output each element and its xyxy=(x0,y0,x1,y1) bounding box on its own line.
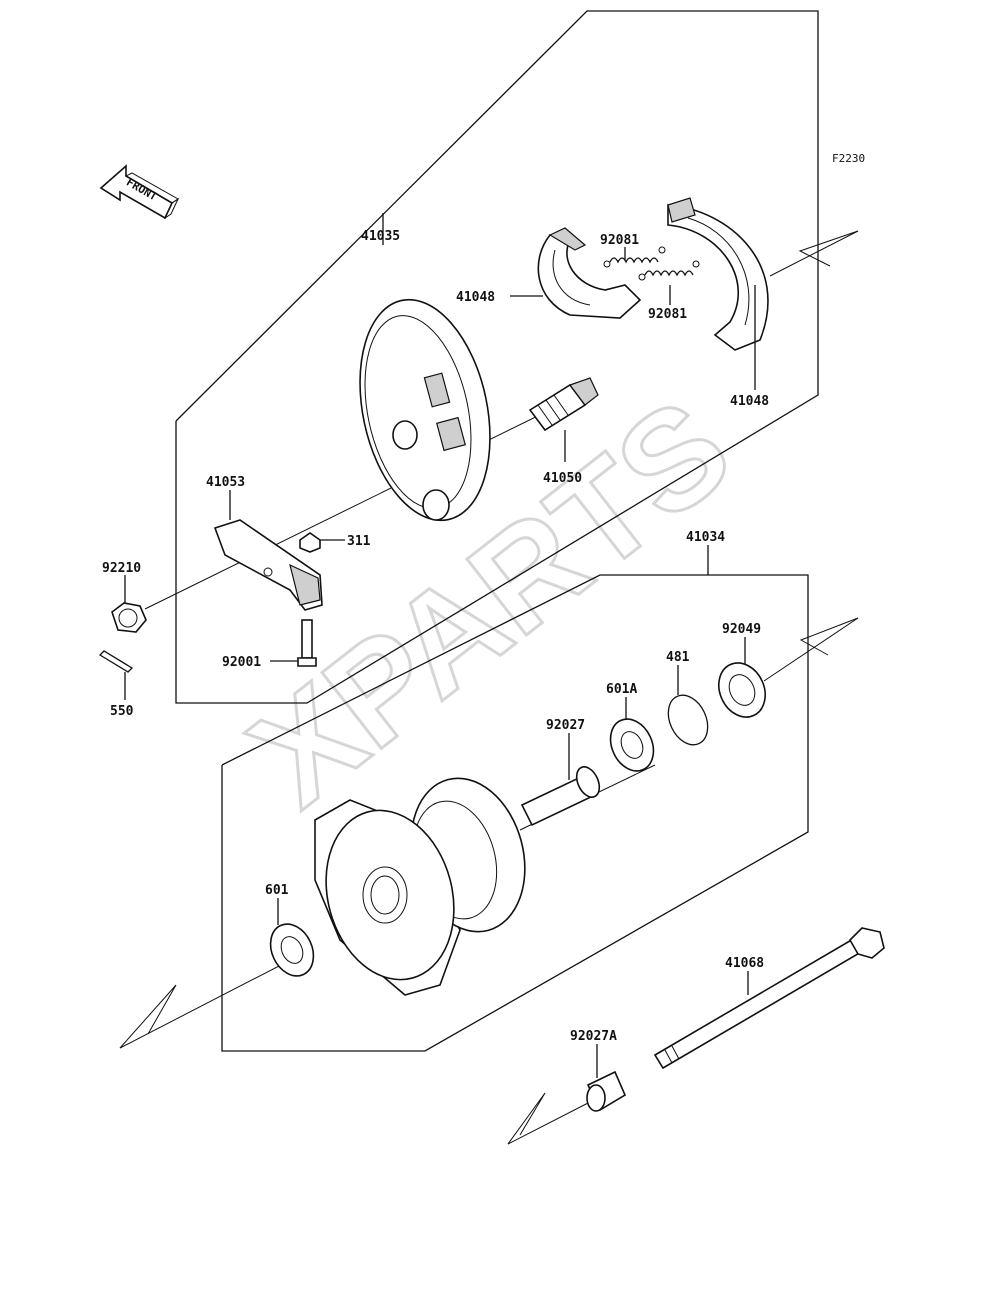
label-92081-top: 92081 xyxy=(600,233,639,248)
label-92001: 92001 xyxy=(222,655,261,670)
diagram-code: F2230 xyxy=(832,152,865,165)
front-arrow-icon: FRONT xyxy=(99,164,180,220)
bolt-92001 xyxy=(297,619,317,667)
bearing-601a xyxy=(609,718,655,772)
brake-lever xyxy=(213,519,323,611)
spring-top xyxy=(603,246,666,268)
assembly-outline-41035 xyxy=(175,10,819,704)
axis-arrow-mid-right xyxy=(799,617,859,656)
nut-92210 xyxy=(111,602,147,633)
cotter-pin-550 xyxy=(98,650,134,673)
label-92081-bottom: 92081 xyxy=(648,307,687,322)
label-92027: 92027 xyxy=(546,718,585,733)
bearing-601 xyxy=(269,923,315,977)
axis-arrow-upper xyxy=(798,230,859,267)
brake-shoe-left xyxy=(537,227,642,319)
label-41034: 41034 xyxy=(686,530,725,545)
label-550: 550 xyxy=(110,704,134,719)
label-92210: 92210 xyxy=(102,561,141,576)
oil-seal-92049 xyxy=(718,662,766,718)
assembly-outline-41034 xyxy=(221,574,809,1052)
axis-line-mid-right xyxy=(763,617,859,682)
circlip-481 xyxy=(667,694,709,746)
label-92027A: 92027A xyxy=(570,1029,617,1044)
label-41053: 41053 xyxy=(206,475,245,490)
nut-311 xyxy=(299,532,321,553)
brake-shoe-right xyxy=(667,197,769,351)
brake-panel xyxy=(359,298,491,522)
label-311: 311 xyxy=(347,534,371,549)
label-41048-left: 41048 xyxy=(456,290,495,305)
spring-bottom xyxy=(638,260,700,281)
axis-arrow-bottom xyxy=(507,1092,546,1145)
label-41035: 41035 xyxy=(361,229,400,244)
axis-arrow-left xyxy=(119,984,177,1049)
label-601A: 601A xyxy=(606,682,637,697)
label-41048-right: 41048 xyxy=(730,394,769,409)
wheel-hub xyxy=(314,777,526,996)
axis-line-bottom xyxy=(507,1101,591,1145)
spacer-92027a xyxy=(586,1070,627,1112)
label-601: 601 xyxy=(265,883,289,898)
cam-shaft xyxy=(528,377,599,432)
axis-line-upper-right xyxy=(769,230,859,277)
spacer-92027 xyxy=(520,766,601,827)
label-481: 481 xyxy=(666,650,690,665)
label-92049: 92049 xyxy=(722,622,761,637)
axle-41068 xyxy=(653,927,885,1070)
label-41068: 41068 xyxy=(725,956,764,971)
label-41050: 41050 xyxy=(543,471,582,486)
